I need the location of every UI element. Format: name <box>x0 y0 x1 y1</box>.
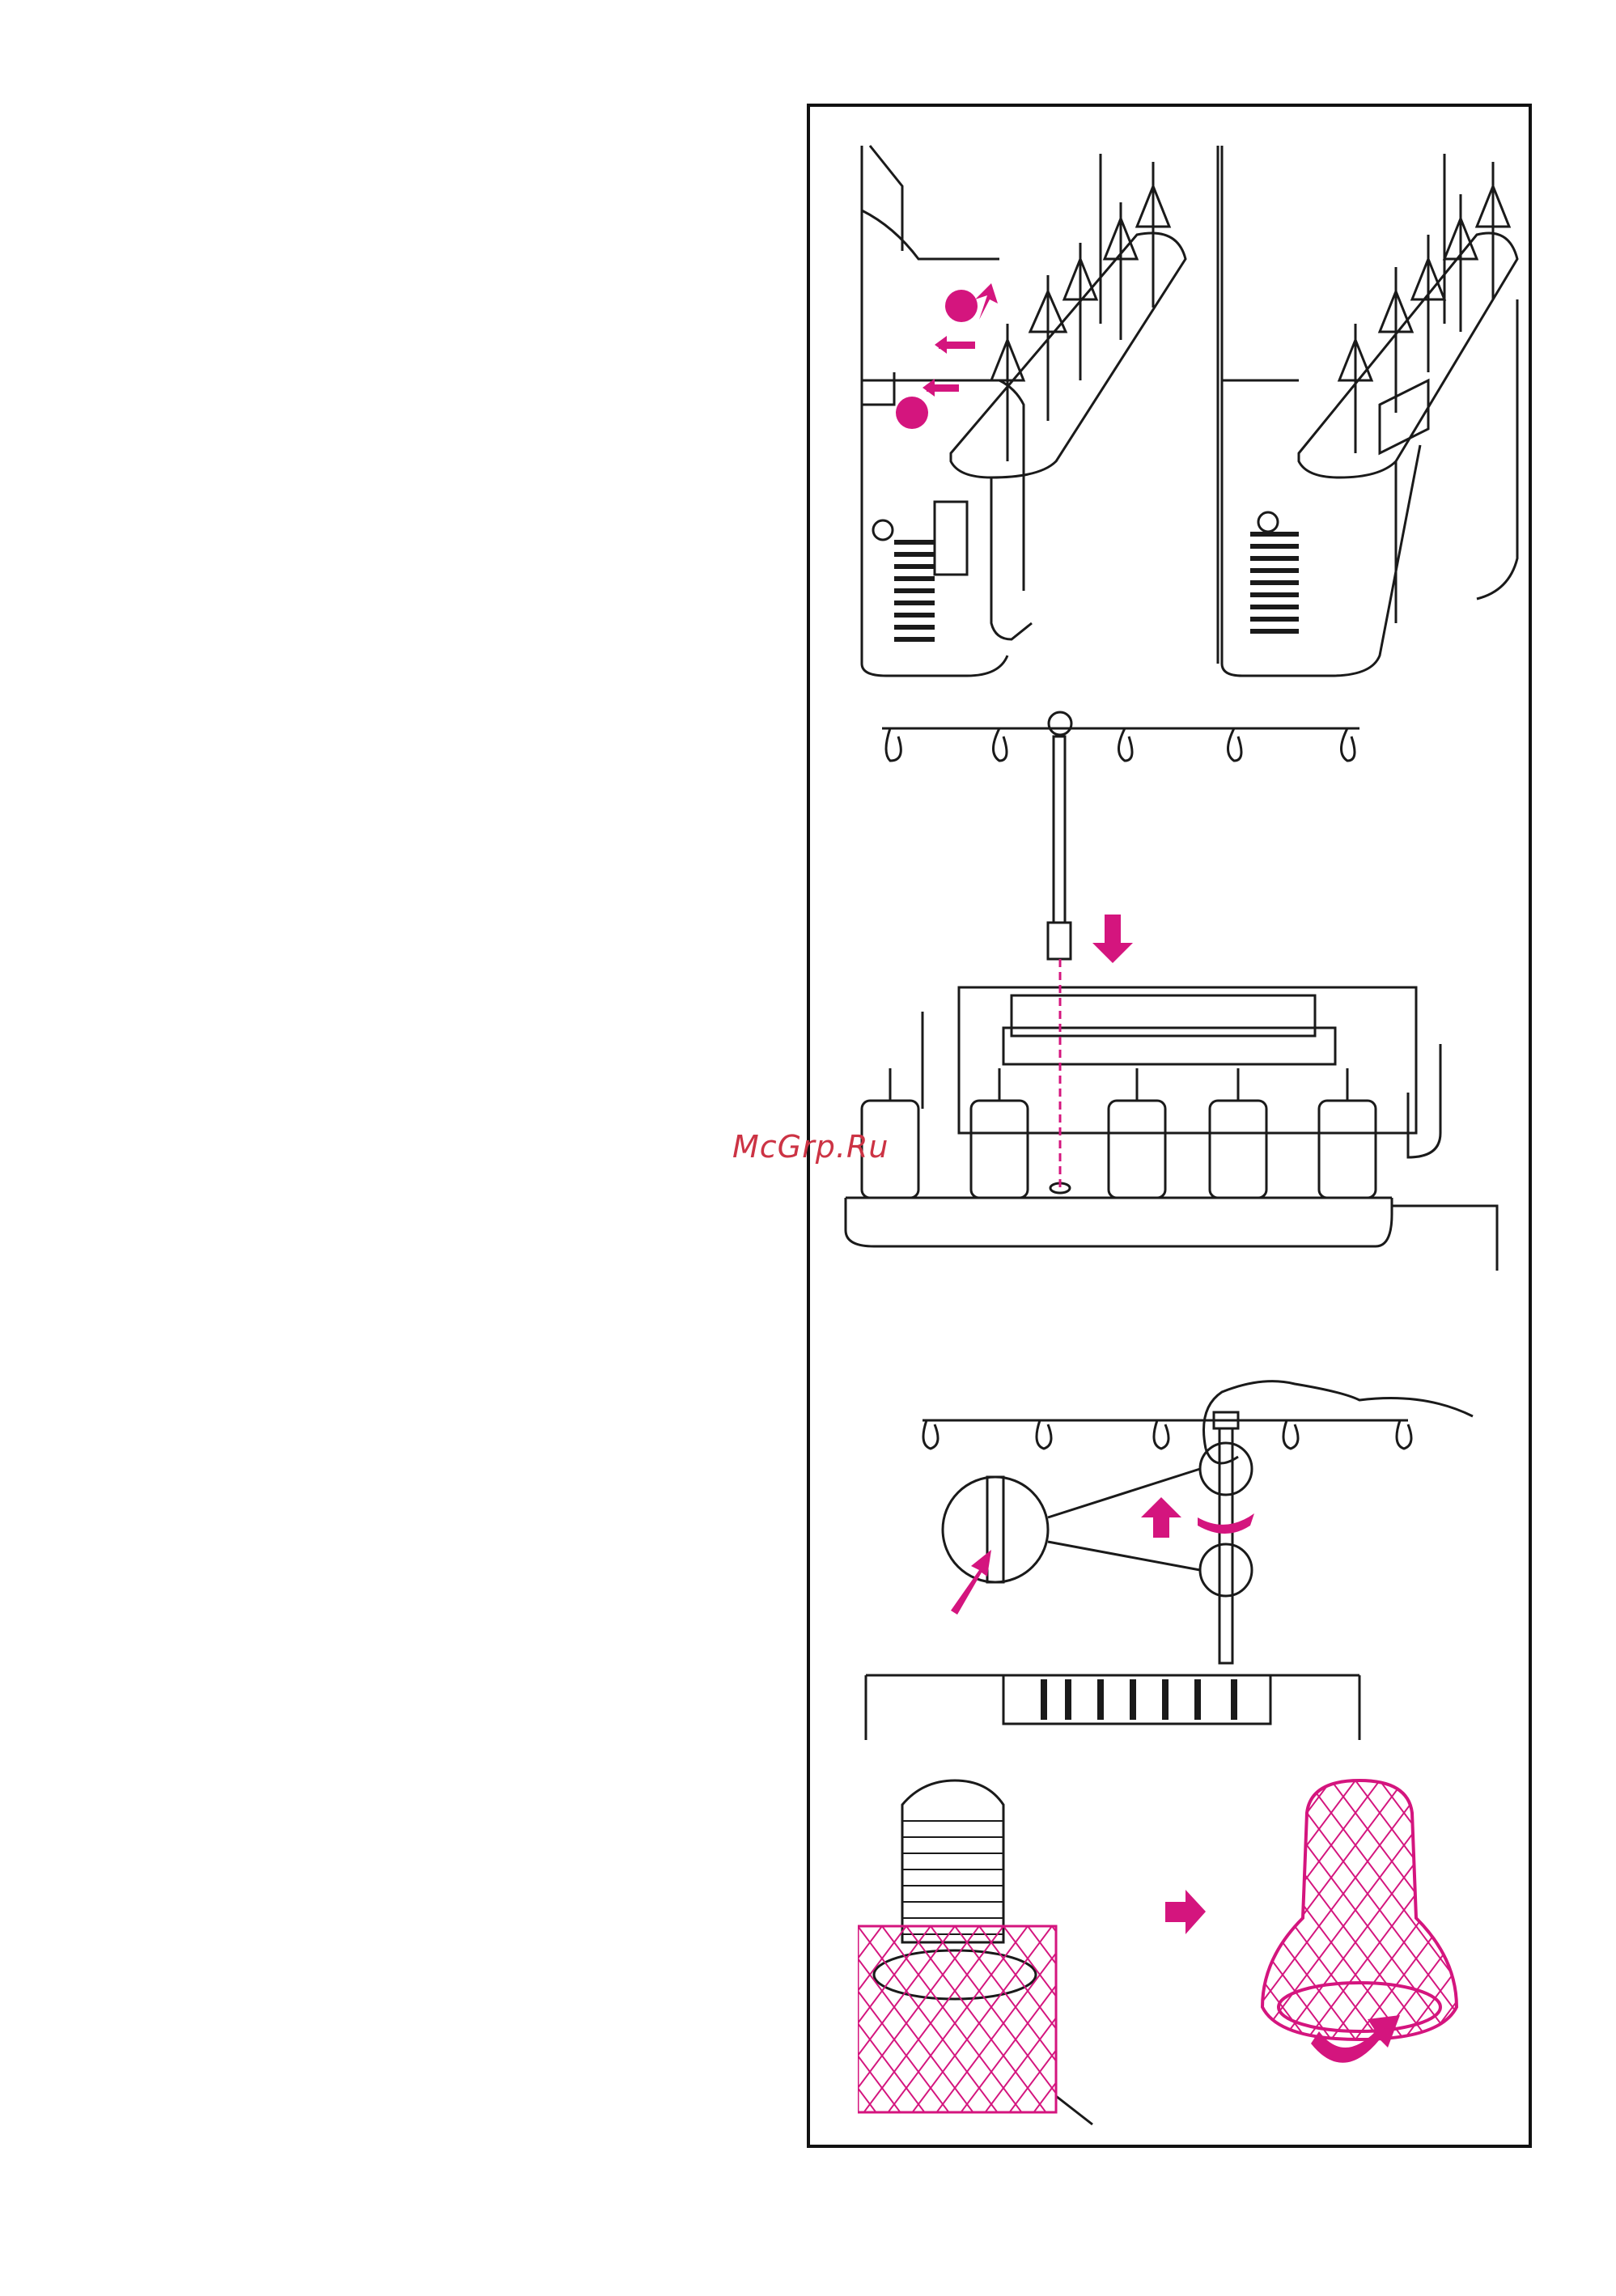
fig-spool-net <box>858 1764 1513 2128</box>
fig-machine-socket-views <box>813 138 1525 688</box>
fig-thread-stand-extension <box>858 1271 1505 1756</box>
fig-thread-stand-insertion <box>842 704 1513 1271</box>
watermark-text: McGrp.Ru <box>732 1129 889 1165</box>
